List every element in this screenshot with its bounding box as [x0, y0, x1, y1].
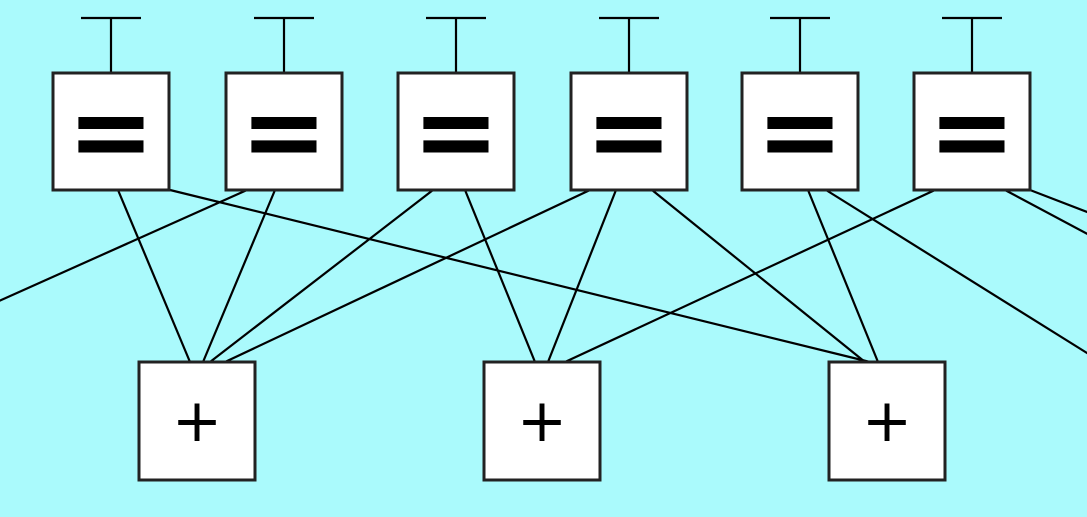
variable-node-label: =: [412, 71, 499, 193]
variable-node-box: [51, 71, 171, 192]
edge-v3-c2: [463, 189, 537, 363]
edge-v2-c1: [201, 189, 277, 363]
edge-v5-offscreen-right: [825, 189, 1087, 355]
variable-node: =: [912, 71, 1032, 193]
variable-node-label: =: [67, 71, 154, 193]
variable-node-box: [224, 71, 344, 192]
edge-v4-c1: [224, 189, 591, 363]
variable-node-box: [740, 71, 860, 192]
edge-v6-offscreen-right: [1004, 189, 1087, 235]
edge-v1-c1: [116, 189, 192, 363]
variable-node-label: =: [928, 71, 1015, 193]
check-node: +: [482, 360, 602, 482]
edge-v3-c1: [209, 189, 434, 363]
variable-node-label: =: [756, 71, 843, 193]
edge-v6-c2: [564, 189, 936, 363]
variable-node: =: [569, 71, 689, 193]
check-node-label: +: [517, 386, 567, 456]
variable-node-box: [569, 71, 689, 192]
edge-v4-c3: [651, 189, 866, 363]
edges: [0, 188, 1087, 364]
check-node-box: [137, 360, 257, 482]
check-node: +: [827, 360, 947, 482]
edge-v1-c3: [169, 188, 871, 364]
variable-node-box: [396, 71, 516, 192]
input-stubs: [81, 16, 1002, 73]
edge-v4-c2: [546, 189, 618, 363]
check-node-box: [827, 360, 947, 482]
check-node-label: +: [172, 386, 222, 456]
check-node-box: [482, 360, 602, 482]
variable-node: =: [51, 71, 171, 193]
variable-nodes: = = = = = =: [51, 71, 1032, 193]
variable-node: =: [740, 71, 860, 193]
check-node-label: +: [862, 386, 912, 456]
edge-v5-c3: [806, 189, 880, 363]
check-node: +: [137, 360, 257, 482]
check-nodes: + + +: [137, 360, 947, 482]
edge-v2-offscreen-left: [0, 188, 248, 302]
edge-v6-offscreen-right: [1029, 188, 1087, 214]
variable-node-box: [912, 71, 1032, 192]
variable-node-label: =: [585, 71, 672, 193]
variable-node-label: =: [240, 71, 327, 193]
variable-node: =: [396, 71, 516, 193]
variable-node: =: [224, 71, 344, 193]
